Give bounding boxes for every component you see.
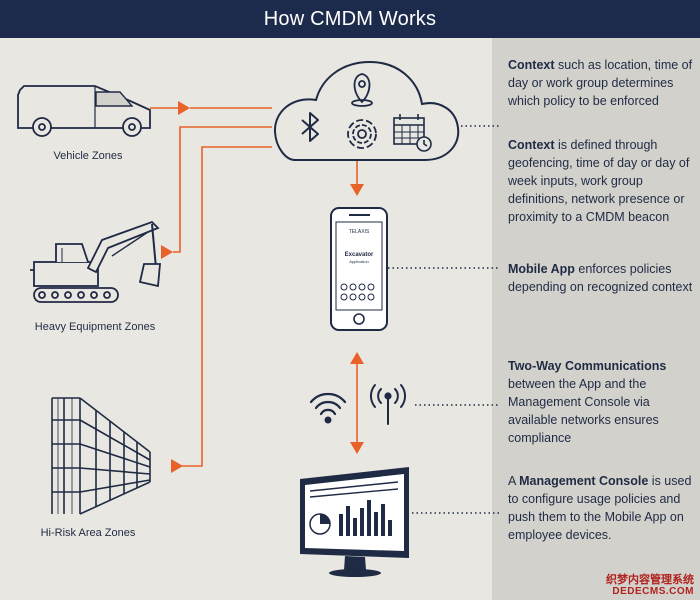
note-console-text: is used to configure usage policies and … xyxy=(508,474,692,542)
warehouse-racks-icon xyxy=(51,397,151,515)
location-pin-icon xyxy=(351,73,373,107)
note-two-way-bold: Two-Way Communications xyxy=(508,359,667,373)
watermark-line1: 织梦内容管理系统 xyxy=(606,574,694,586)
note-context-definition: Context is defined through geofencing, t… xyxy=(508,136,694,226)
phone-brand-text: TELAXIS xyxy=(349,229,370,235)
monitor-dashboard-icon xyxy=(300,467,409,577)
hi-risk-area-zones-label: Hi-Risk Area Zones xyxy=(40,527,136,539)
page-header: How CMDM Works xyxy=(0,0,700,38)
note-context-definition-text: is defined through geofencing, time of d… xyxy=(508,138,690,224)
excavator-icon xyxy=(30,220,161,303)
note-two-way-text: between the App and the Management Conso… xyxy=(508,377,659,445)
arrowheads xyxy=(161,101,364,473)
wifi-icon xyxy=(309,392,347,424)
arrow-hirisk xyxy=(171,459,183,473)
note-mobile-app-text: enforces policies depending on recognize… xyxy=(508,262,693,294)
note-management-console: A Management Console is used to configur… xyxy=(508,472,694,544)
note-console-pre: A xyxy=(508,474,520,488)
bluetooth-icon xyxy=(301,112,319,142)
explanation-panel xyxy=(492,38,700,600)
arrow-up-to-phone xyxy=(350,352,364,364)
arrow-cloud-to-phone xyxy=(350,184,364,196)
arrow-vehicle xyxy=(178,101,190,115)
note-context-definition-bold: Context xyxy=(508,138,555,152)
zone-connectors xyxy=(150,107,358,467)
watermark-line2: DEDECMS.COM xyxy=(612,586,694,597)
note-mobile-app: Mobile App enforces policies depending o… xyxy=(508,260,694,296)
heavy-equipment-zones-label: Heavy Equipment Zones xyxy=(34,321,156,333)
van-icon xyxy=(17,85,151,137)
watermark: 织梦内容管理系统 DEDECMS.COM xyxy=(606,574,694,598)
note-two-way-communications: Two-Way Communications between the App a… xyxy=(508,357,694,447)
antenna-icon xyxy=(370,384,406,425)
note-context-policy-text: such as location, time of day or work gr… xyxy=(508,58,693,108)
arrow-down-to-console xyxy=(350,442,364,454)
note-console-bold: Management Console xyxy=(519,474,649,488)
note-context-policy: Context such as location, time of day or… xyxy=(508,56,694,110)
vehicle-zones-label: Vehicle Zones xyxy=(53,150,123,162)
calendar-clock-icon xyxy=(393,114,432,152)
note-mobile-app-bold: Mobile App xyxy=(508,262,575,276)
smartphone-icon: TELAXIS Excavator Application xyxy=(330,207,388,331)
phone-screen-title: Excavator xyxy=(345,252,374,258)
leader-lines xyxy=(388,125,500,514)
note-context-policy-bold: Context xyxy=(508,58,555,72)
arrow-heavy xyxy=(161,245,173,259)
phone-screen-sub: Application xyxy=(349,259,369,264)
beacon-icon xyxy=(347,119,377,149)
page-title: How CMDM Works xyxy=(263,7,437,30)
